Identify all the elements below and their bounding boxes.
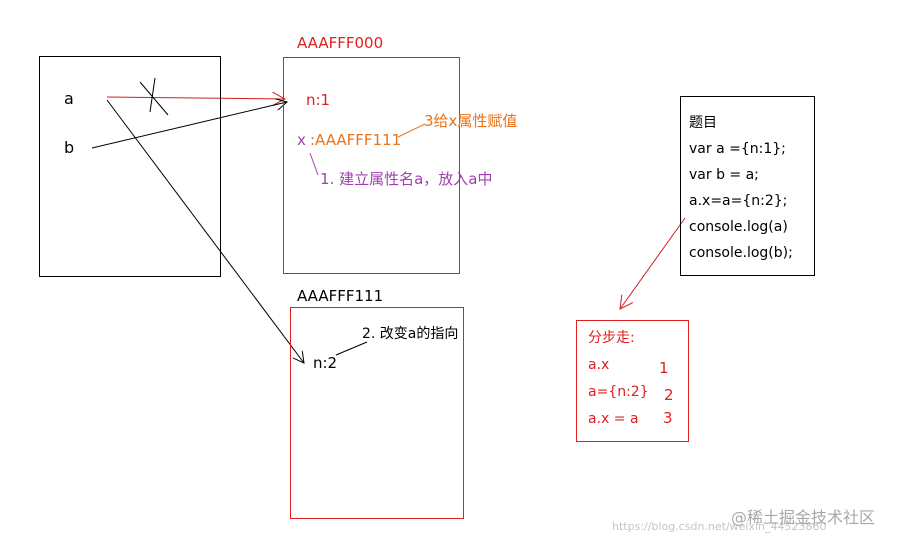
question-line: console.log(a) — [689, 219, 788, 235]
arrow-a-to-object1 — [106, 97, 285, 99]
note-assign-connector — [397, 123, 426, 138]
object2-prop-n: n:2 — [313, 354, 338, 372]
question-line: a.x=a={n:2}; — [689, 193, 788, 209]
object2-note-change: 2. 改变a的指向 — [362, 326, 459, 342]
question-line: console.log(b); — [689, 245, 793, 261]
arrow-a-to-object2 — [106, 99, 304, 363]
watermark-site: https://blog.csdn.net/weixin_44523860 — [612, 520, 827, 533]
step-expr: a.x — [588, 357, 610, 373]
question-box — [680, 96, 815, 276]
object1-prop-x-name: x — [297, 131, 306, 149]
stack-var-a: a — [64, 89, 74, 108]
step-number: 2 — [664, 386, 674, 404]
object2-box — [290, 307, 464, 519]
step-expr: a={n:2} — [588, 384, 649, 400]
stack-var-b: b — [64, 138, 75, 157]
stack-box — [39, 56, 221, 277]
arrow-b-to-object1 — [91, 102, 287, 149]
object1-box — [283, 57, 460, 274]
step-number: 1 — [659, 359, 669, 377]
arrow-question-to-steps — [620, 217, 686, 309]
steps-title: 分步走: — [588, 330, 635, 346]
object2-address: AAAFFF111 — [297, 287, 384, 305]
watermark-brand: @稀土掘金技术社区 — [731, 508, 876, 527]
cross-mark-icon — [139, 77, 169, 116]
note-create-connector — [309, 152, 319, 176]
note-change-connector — [335, 341, 368, 356]
object1-note-assign: 3给x属性赋值 — [424, 112, 518, 130]
object1-address: AAAFFF000 — [297, 34, 384, 52]
question-line: var b = a; — [689, 167, 759, 183]
step-expr: a.x = a — [588, 411, 639, 427]
question-title: 题目 — [689, 115, 717, 131]
step-number: 3 — [663, 409, 673, 427]
object1-prop-x-value: :AAAFFF111 — [310, 131, 402, 149]
object1-prop-n: n:1 — [306, 91, 331, 109]
question-line: var a ={n:1}; — [689, 141, 786, 157]
steps-box — [576, 320, 689, 442]
object1-note-create: 1. 建立属性名a，放入a中 — [320, 170, 493, 188]
